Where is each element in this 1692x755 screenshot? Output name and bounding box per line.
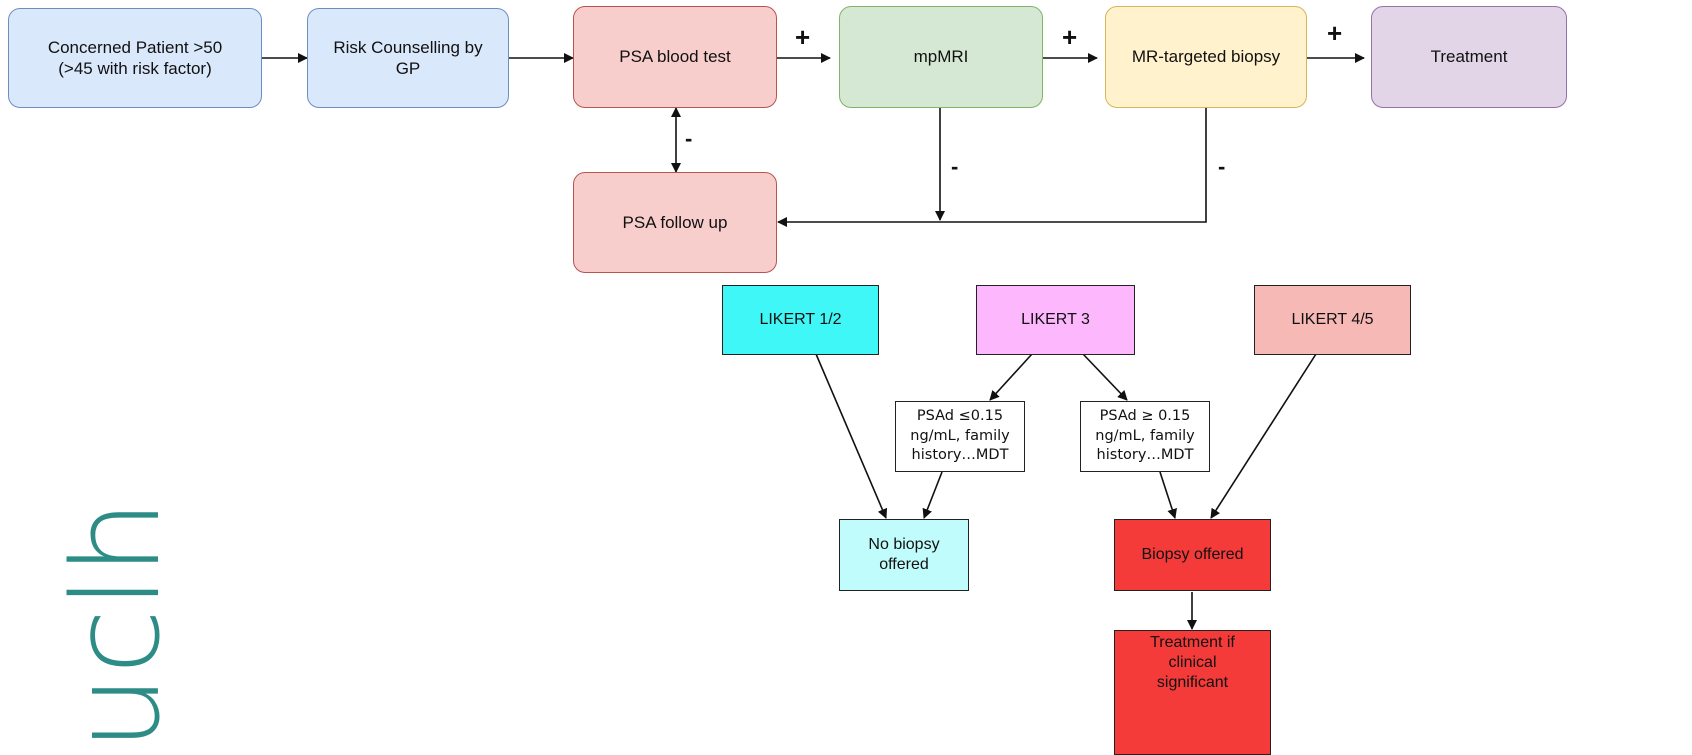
label-minus-mpmri: - (951, 154, 959, 179)
arrow-psadhigh-to-biopsy (1159, 471, 1177, 519)
node-psad-low: PSAd ≤0.15 ng/mL, family history…MDT (895, 401, 1025, 472)
label-plus-biopsy-treatment: + (1327, 18, 1343, 48)
node-psad-high: PSAd ≥ 0.15 ng/mL, family history…MDT (1080, 401, 1210, 472)
node-psa-follow-up: PSA follow up (573, 172, 777, 273)
arrow-l3-to-psadlow (989, 353, 1033, 401)
node-risk-counselling: Risk Counselling by GP (307, 8, 509, 108)
node-treatment-if-significant: Treatment if clinical significant (1114, 630, 1271, 755)
node-likert-4-5: LIKERT 4/5 (1254, 285, 1411, 355)
label-minus-followup: - (685, 126, 693, 151)
arrow-l45-to-biopsy (1210, 353, 1317, 519)
label-minus-biopsy: - (1218, 154, 1226, 179)
arrow-l3-to-psadhigh (1082, 353, 1128, 401)
node-mpmri: mpMRI (839, 6, 1043, 108)
node-treatment: Treatment (1371, 6, 1567, 108)
node-no-biopsy-offered: No biopsy offered (839, 519, 969, 591)
label-plus-mpmri-biopsy: + (1062, 22, 1078, 52)
node-concerned-patient: Concerned Patient >50 (>45 with risk fac… (8, 8, 262, 108)
arrow-psadlow-to-nobiopsy (922, 471, 943, 519)
node-biopsy-offered: Biopsy offered (1114, 519, 1271, 591)
label-plus-psa-mpmri: + (795, 22, 811, 52)
arrow-biopsy-to-followup (777, 108, 1207, 227)
node-likert-3: LIKERT 3 (976, 285, 1135, 355)
node-psa-blood-test: PSA blood test (573, 6, 777, 108)
arrow-l12-to-nobiopsy (815, 353, 888, 519)
node-likert-1-2: LIKERT 1/2 (722, 285, 879, 355)
node-mr-targeted-biopsy: MR-targeted biopsy (1105, 6, 1307, 108)
